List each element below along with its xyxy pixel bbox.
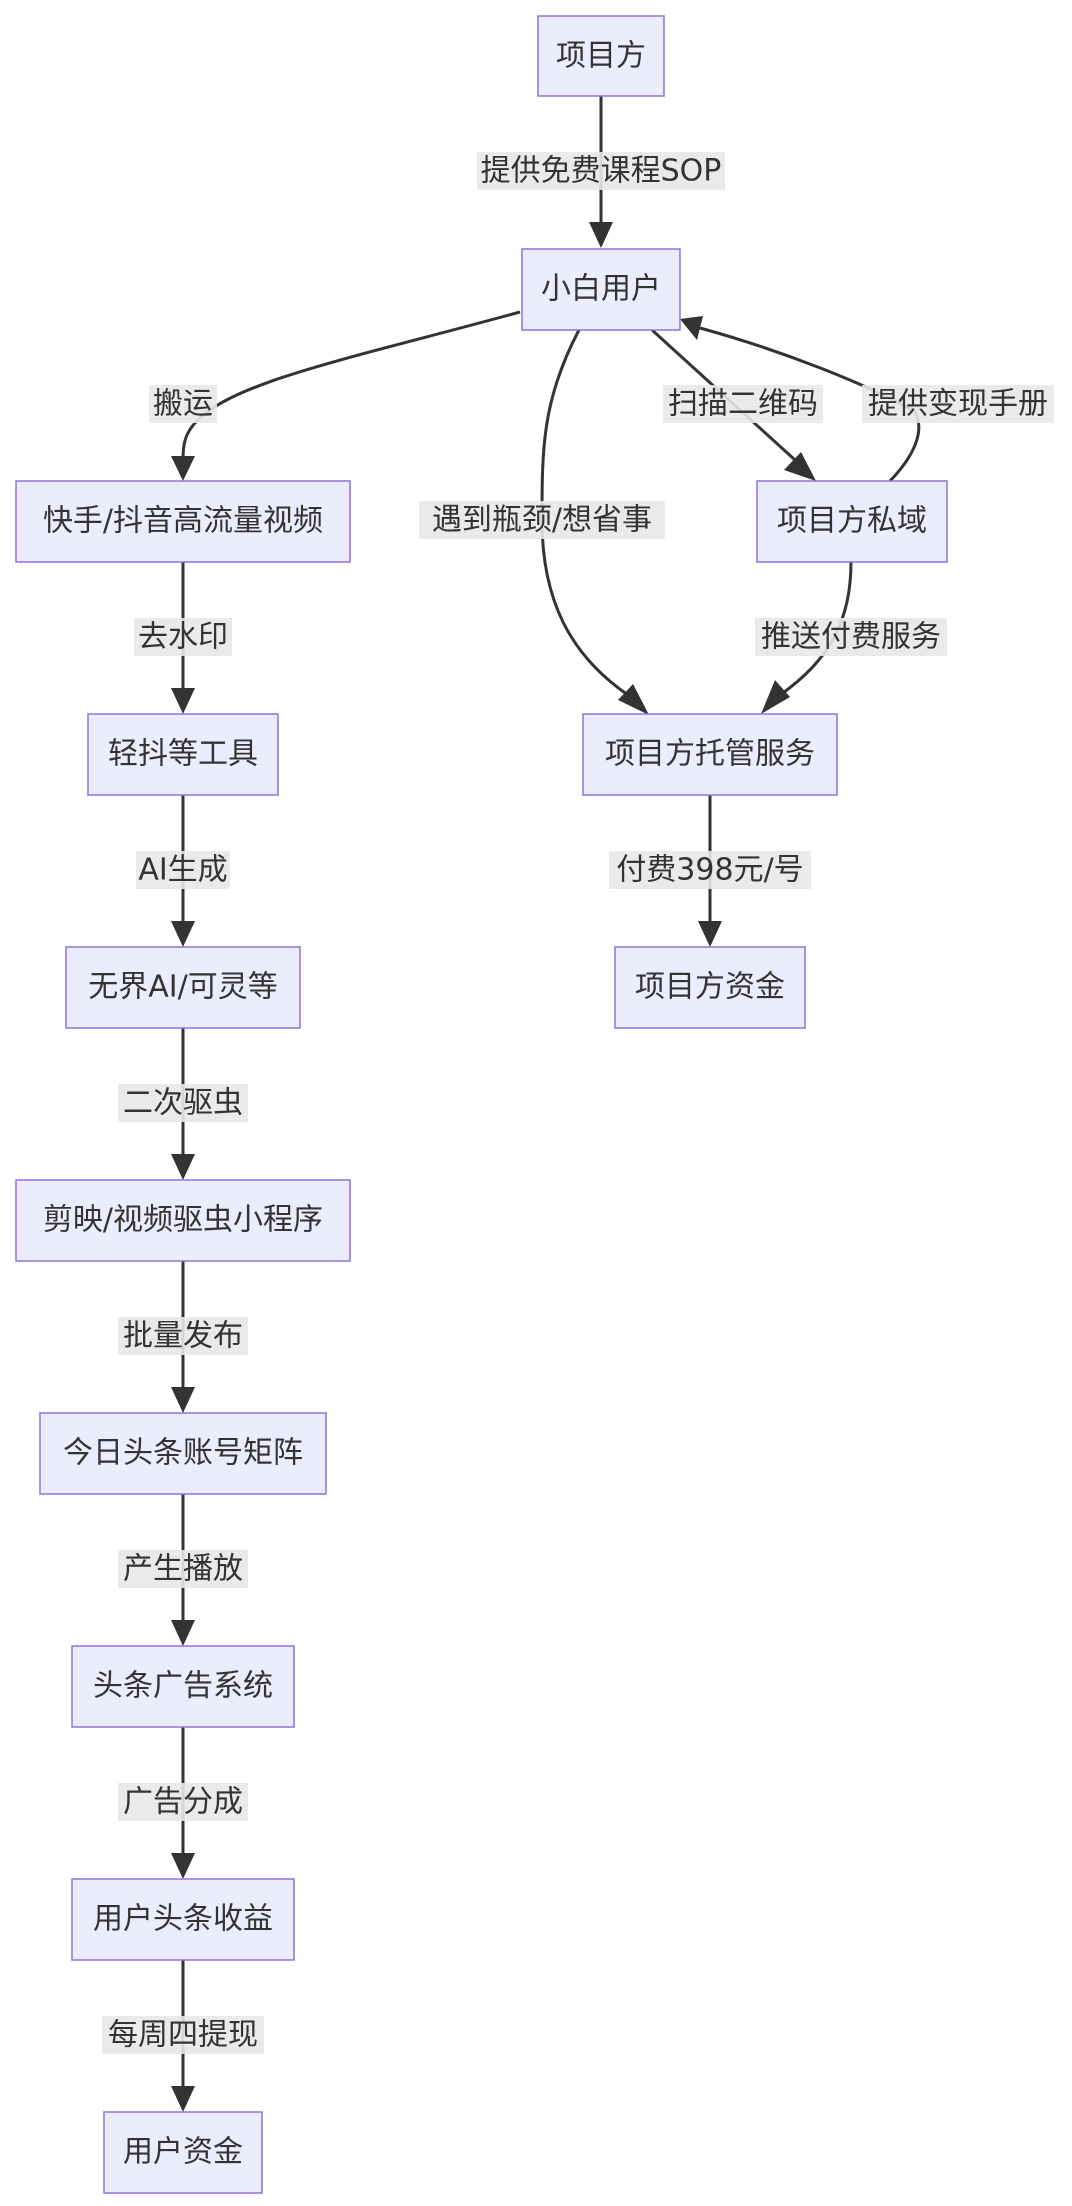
arrowhead-jianying — [171, 1154, 195, 1180]
node-wujie: 无界AI/可灵等 — [65, 946, 301, 1029]
arrowhead-hosting-left — [618, 684, 649, 715]
edge-label-carry: 搬运 — [153, 387, 213, 422]
edge-label-dedup: 二次驱虫 — [123, 1086, 243, 1121]
edge-label-ai-gen: AI生成 — [138, 853, 227, 888]
edge-label-paid-service: 推送付费服务 — [761, 620, 941, 655]
node-userfunds: 用户资金 — [103, 2111, 263, 2194]
edge-label-bottleneck: 遇到瓶颈/想省事 — [432, 503, 652, 538]
node-label-novice: 小白用户 — [541, 272, 661, 307]
node-jianying: 剪映/视频驱虫小程序 — [15, 1179, 351, 1262]
node-adsystem: 头条广告系统 — [71, 1645, 295, 1728]
edge-label-watermark: 去水印 — [138, 620, 228, 655]
node-toutiao: 今日头条账号矩阵 — [39, 1412, 327, 1495]
node-hosting: 项目方托管服务 — [582, 713, 838, 796]
node-label-jianying: 剪映/视频驱虫小程序 — [43, 1203, 323, 1238]
edge-label-withdraw: 每周四提现 — [108, 2018, 258, 2053]
arrowhead-private — [784, 452, 816, 481]
arrowhead-income — [171, 1853, 195, 1879]
node-income: 用户头条收益 — [71, 1878, 295, 1961]
node-project: 项目方 — [537, 15, 665, 97]
arrowhead-funds — [698, 921, 722, 947]
arrowhead-wujie — [171, 921, 195, 947]
node-funds: 项目方资金 — [614, 946, 806, 1029]
arrowhead-kuaishou — [171, 456, 195, 481]
node-label-userfunds: 用户资金 — [123, 2135, 243, 2170]
edge-label-monetize: 提供变现手册 — [868, 387, 1048, 422]
node-label-funds: 项目方资金 — [635, 970, 785, 1005]
arrowhead-novice-top — [589, 222, 613, 248]
node-label-kuaishou: 快手/抖音高流量视频 — [43, 504, 323, 539]
edge-label-free-course: 提供免费课程SOP — [481, 154, 722, 189]
arrowhead-adsystem — [171, 1620, 195, 1646]
edge-novice-to-kuaishou — [181, 310, 521, 461]
node-qingdou: 轻抖等工具 — [87, 713, 279, 796]
node-label-private: 项目方私域 — [777, 504, 927, 539]
arrowhead-hosting-right — [761, 680, 790, 714]
node-label-hosting: 项目方托管服务 — [605, 737, 815, 772]
edge-label-fee: 付费398元/号 — [616, 853, 803, 888]
node-label-adsystem: 头条广告系统 — [93, 1669, 273, 1704]
node-label-project: 项目方 — [556, 39, 646, 74]
edge-labels: 提供免费课程SOP 搬运 遇到瓶颈/想省事 扫描二维码 提供变现手册 去水印 推… — [102, 152, 1054, 2054]
arrowhead-novice-right — [680, 316, 703, 340]
node-label-wujie: 无界AI/可灵等 — [88, 970, 277, 1005]
node-private: 项目方私域 — [756, 480, 948, 563]
edge-label-scan-qr: 扫描二维码 — [668, 387, 818, 422]
node-label-income: 用户头条收益 — [93, 1902, 273, 1937]
edge-label-plays: 产生播放 — [123, 1552, 243, 1587]
arrowhead-userfunds — [171, 2086, 195, 2112]
node-novice: 小白用户 — [521, 248, 681, 331]
nodes: 项目方 小白用户 快手/抖音高流量视频 项目方私域 轻抖等工具 项目方托管服务 … — [15, 15, 948, 2194]
node-label-qingdou: 轻抖等工具 — [108, 737, 258, 772]
edge-label-batch: 批量发布 — [123, 1319, 243, 1354]
edge-label-ad-share: 广告分成 — [123, 1785, 243, 1820]
arrowhead-toutiao — [171, 1387, 195, 1413]
arrowhead-qingdou — [171, 688, 195, 714]
node-kuaishou: 快手/抖音高流量视频 — [15, 480, 351, 563]
node-label-toutiao: 今日头条账号矩阵 — [63, 1436, 303, 1471]
